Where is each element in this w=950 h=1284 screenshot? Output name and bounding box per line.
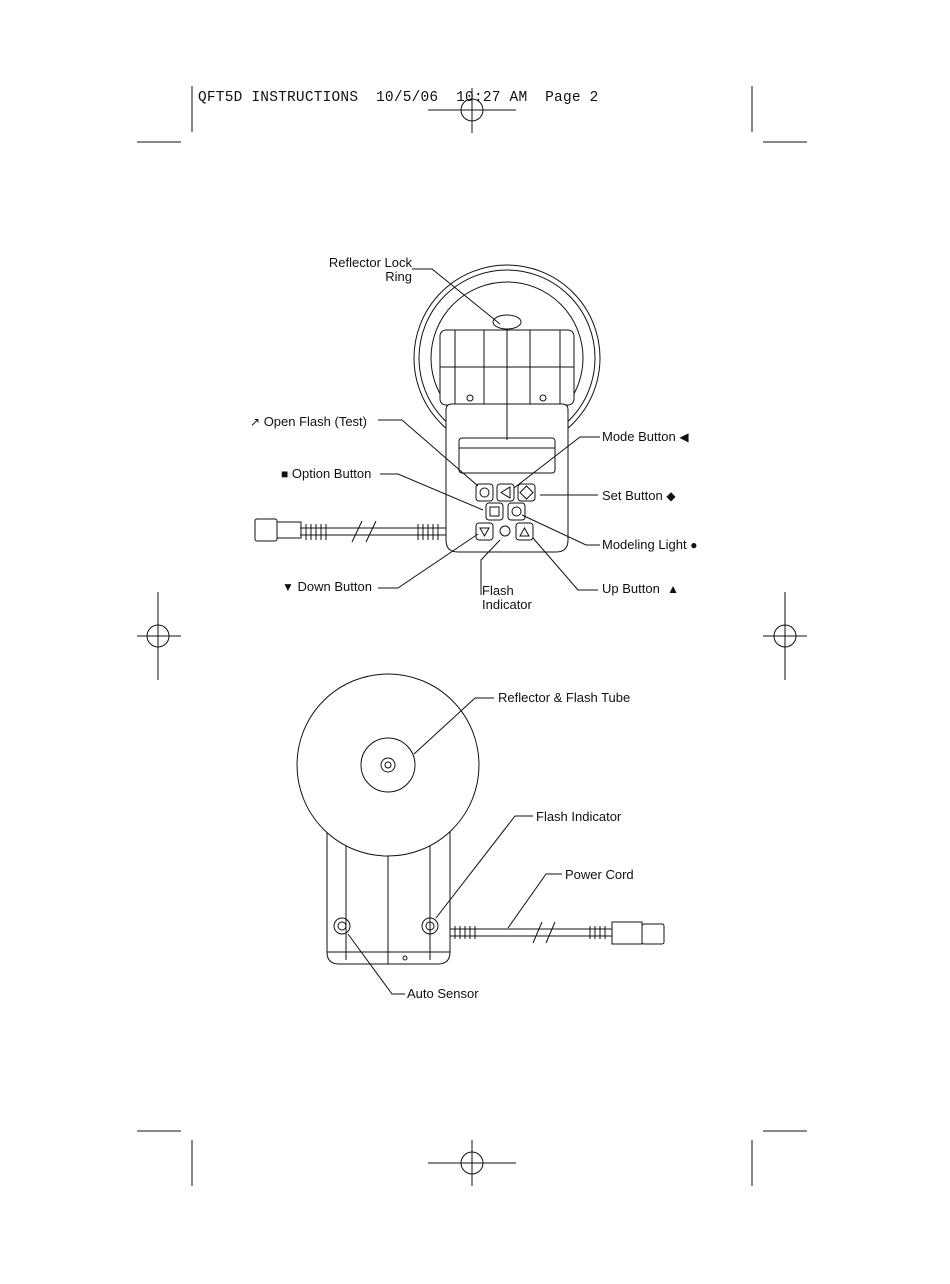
label-down-button: ▼ Down Button bbox=[282, 579, 372, 595]
label-auto-sensor: Auto Sensor bbox=[407, 986, 479, 1001]
label-mode-button: Mode Button ◀ bbox=[602, 429, 689, 445]
label-reflector-lock-ring-line2: Ring bbox=[385, 269, 412, 284]
label-flash-indicator-top: Flash Indicator bbox=[482, 584, 532, 612]
open-flash-icon: ↗ bbox=[250, 415, 261, 429]
label-open-flash-test: ↗ Open Flash (Test) bbox=[250, 414, 368, 430]
label-power-cord: Power Cord bbox=[565, 867, 634, 882]
square-icon: ■ bbox=[281, 467, 289, 481]
bottom-leader-lines bbox=[347, 697, 562, 995]
top-leader-lines bbox=[378, 268, 600, 595]
label-mode-button-text: Mode Button bbox=[602, 429, 676, 444]
label-set-button-text: Set Button bbox=[602, 488, 663, 503]
label-option-button-text: Option Button bbox=[291, 466, 372, 481]
up-triangle-icon: ▲ bbox=[667, 582, 679, 596]
label-flash-indicator-bottom: Flash Indicator bbox=[536, 809, 622, 824]
label-open-flash-test-text: Open Flash (Test) bbox=[263, 414, 368, 429]
label-set-button: Set Button ◆ bbox=[602, 488, 676, 504]
label-option-button: ■ Option Button bbox=[281, 466, 372, 482]
registration-mark-left bbox=[137, 592, 181, 680]
left-triangle-icon: ◀ bbox=[679, 430, 689, 444]
diamond-icon: ◆ bbox=[666, 489, 676, 503]
registration-mark-right bbox=[763, 592, 807, 680]
label-flash-indicator-top-line2: Indicator bbox=[482, 597, 532, 612]
label-flash-indicator-top-line1: Flash bbox=[482, 583, 514, 598]
label-reflector-lock-ring-line1: Reflector Lock bbox=[328, 255, 412, 270]
label-up-button-text: Up Button bbox=[602, 581, 660, 596]
crop-marks bbox=[137, 86, 807, 1186]
flash-unit-rear-view bbox=[254, 264, 601, 553]
label-modeling-light: Modeling Light ● bbox=[602, 537, 698, 553]
down-triangle-icon: ▼ bbox=[282, 580, 294, 594]
registration-mark-bottom bbox=[428, 1140, 516, 1186]
label-down-button-text: Down Button bbox=[297, 579, 372, 594]
label-up-button: Up Button ▲ bbox=[602, 581, 679, 597]
label-modeling-light-text: Modeling Light bbox=[602, 537, 687, 552]
label-reflector-flash-tube: Reflector & Flash Tube bbox=[498, 690, 631, 705]
registration-mark-top bbox=[428, 88, 516, 133]
flash-unit-top-view bbox=[296, 673, 665, 965]
circle-icon: ● bbox=[690, 538, 698, 552]
label-reflector-lock-ring: Reflector Lock Ring bbox=[300, 256, 412, 284]
running-header: QFT5D INSTRUCTIONS 10/5/06 10:27 AM Page… bbox=[198, 90, 599, 106]
